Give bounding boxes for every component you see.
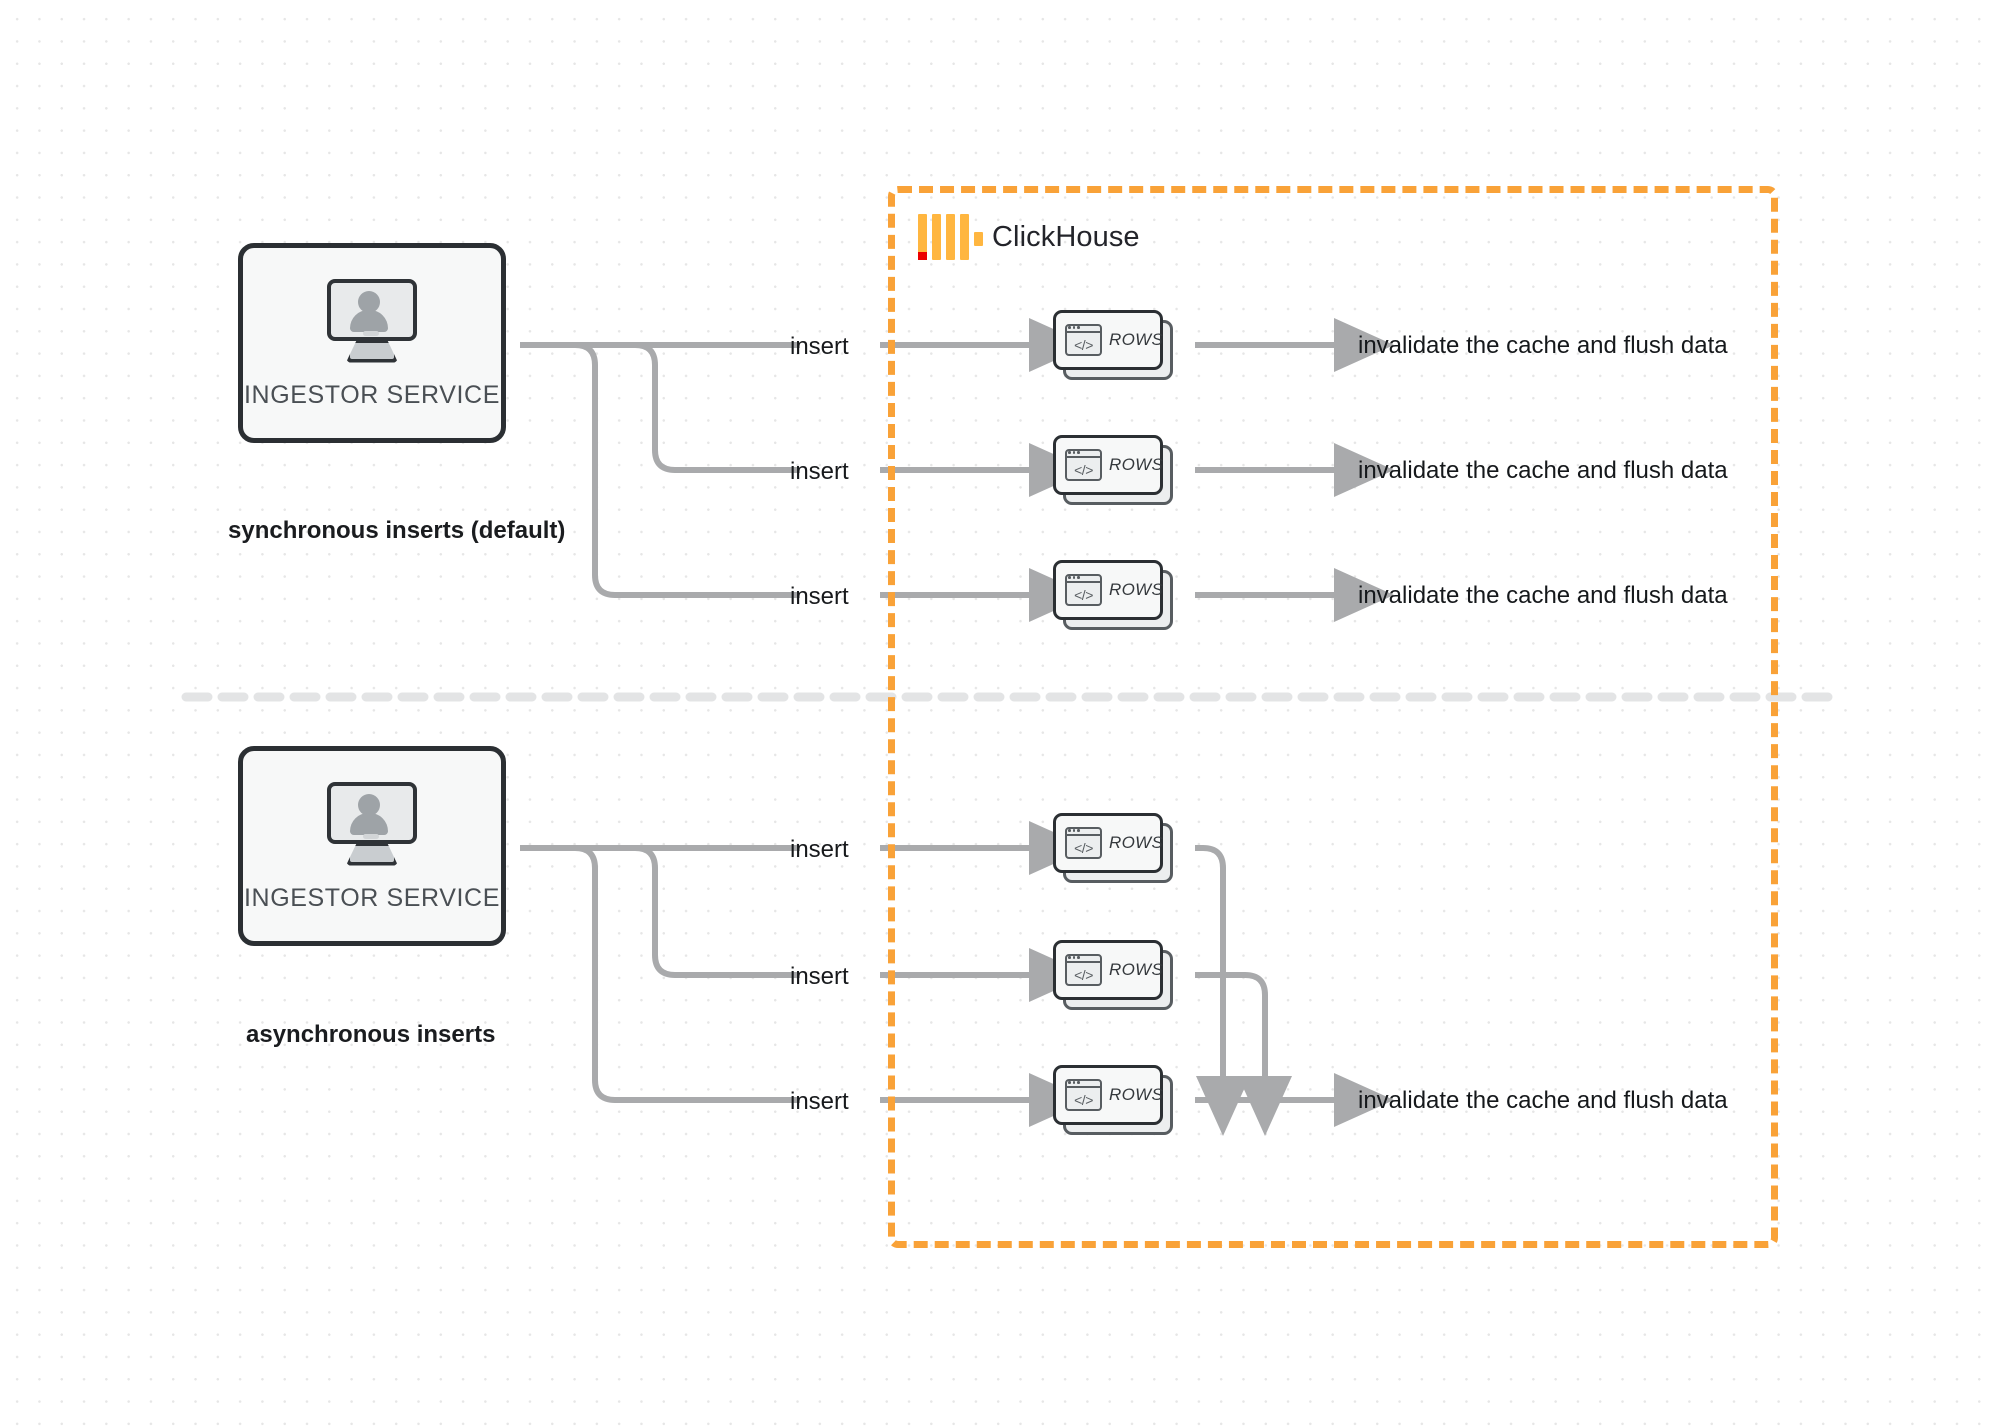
edge-label-insert-async-2: insert (790, 963, 849, 990)
rows-label: ROWS (1109, 580, 1164, 599)
rows-card-sync-3[interactable]: </> ROWS (1053, 560, 1173, 630)
edge-label-flush-sync-2: invalidate the cache and flush data (1358, 457, 1728, 484)
code-window-icon: </> (1065, 449, 1102, 481)
edge-label-insert-sync-1: insert (790, 333, 849, 360)
node-ingestor-service-async[interactable]: INGESTOR SERVICE (238, 746, 506, 946)
edge-async-trunk-3 (520, 845, 800, 1103)
clickhouse-boundary (888, 186, 1778, 1248)
rows-label: ROWS (1109, 330, 1164, 349)
rows-label: ROWS (1109, 833, 1164, 852)
edge-merge-2 (1195, 972, 1292, 1136)
code-window-icon: </> (1065, 954, 1102, 986)
node-label: INGESTOR SERVICE (244, 883, 500, 912)
code-window-icon: </> (1065, 827, 1102, 859)
edge-label-flush-sync-1: invalidate the cache and flush data (1358, 332, 1728, 359)
rows-card-sync-2[interactable]: </> ROWS (1053, 435, 1173, 505)
edge-label-insert-async-1: insert (790, 836, 849, 863)
edge-label-flush-async: invalidate the cache and flush data (1358, 1087, 1728, 1114)
rows-card-sync-1[interactable]: </> ROWS (1053, 310, 1173, 380)
code-window-icon: </> (1065, 1079, 1102, 1111)
rows-label: ROWS (1109, 455, 1164, 474)
rows-card-async-2[interactable]: </> ROWS (1053, 940, 1173, 1010)
clickhouse-brand: ClickHouse (918, 214, 1140, 260)
code-window-icon: </> (1065, 574, 1102, 606)
edge-merge-1 (1195, 845, 1250, 1136)
rows-label: ROWS (1109, 960, 1164, 979)
clickhouse-logo-icon (918, 214, 983, 260)
monitor-user-icon (324, 278, 420, 365)
edge-label-insert-async-3: insert (790, 1088, 849, 1115)
caption-asynchronous-inserts: asynchronous inserts (246, 1021, 496, 1048)
clickhouse-label: ClickHouse (992, 220, 1140, 253)
node-label: INGESTOR SERVICE (244, 380, 500, 409)
edge-label-insert-sync-2: insert (790, 458, 849, 485)
code-window-icon: </> (1065, 324, 1102, 356)
monitor-user-icon (324, 781, 420, 868)
rows-label: ROWS (1109, 1085, 1164, 1104)
node-ingestor-service-sync[interactable]: INGESTOR SERVICE (238, 243, 506, 443)
edge-label-insert-sync-3: insert (790, 583, 849, 610)
caption-synchronous-inserts: synchronous inserts (default) (228, 517, 566, 544)
rows-card-async-3[interactable]: </> ROWS (1053, 1065, 1173, 1135)
edge-sync-trunk-3 (520, 342, 800, 598)
edge-label-flush-sync-3: invalidate the cache and flush data (1358, 582, 1728, 609)
edge-async-trunk-2 (520, 845, 800, 978)
edge-sync-trunk-2 (520, 342, 800, 473)
rows-card-async-1[interactable]: </> ROWS (1053, 813, 1173, 883)
